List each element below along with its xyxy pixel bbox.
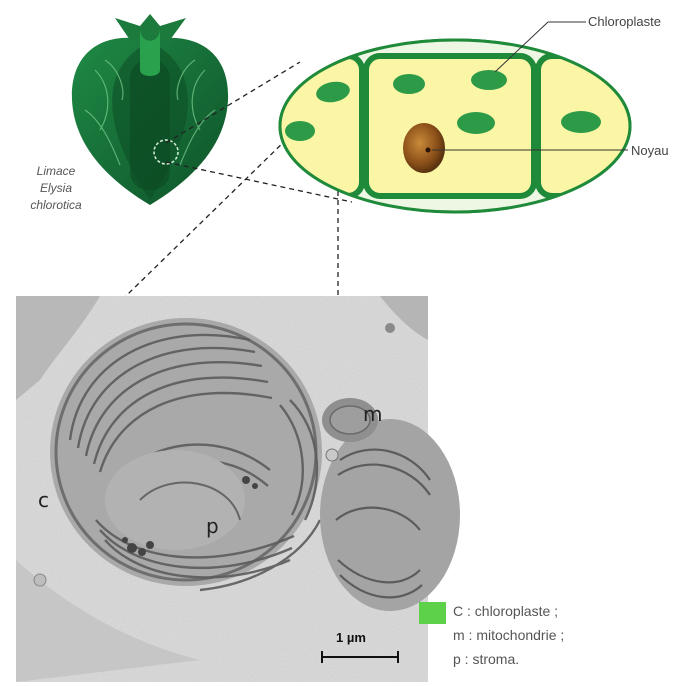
nucleus-label: Noyau: [631, 143, 669, 158]
chloroplast-label: Chloroplaste: [588, 14, 661, 29]
slug-caption-line: Elysia: [16, 180, 96, 197]
micrograph-label-m: m: [363, 402, 382, 426]
scale-bar-label: 1 µm: [336, 630, 366, 645]
micrograph-label-p: p: [206, 514, 219, 538]
cell-diagram: [262, 22, 640, 220]
slug-caption: Limace Elysia chlorotica: [16, 163, 96, 214]
electron-micrograph: [16, 296, 460, 682]
legend: C : chloroplaste ; m : mitochondrie ; p …: [453, 599, 564, 671]
slug-caption-line: Limace: [16, 163, 96, 180]
micrograph-label-c: c: [38, 488, 49, 512]
legend-line: m : mitochondrie ;: [453, 623, 564, 647]
legend-swatch: [419, 602, 446, 624]
legend-line: p : stroma.: [453, 647, 564, 671]
legend-line: C : chloroplaste ;: [453, 599, 564, 623]
slug-caption-line: chlorotica: [16, 197, 96, 214]
